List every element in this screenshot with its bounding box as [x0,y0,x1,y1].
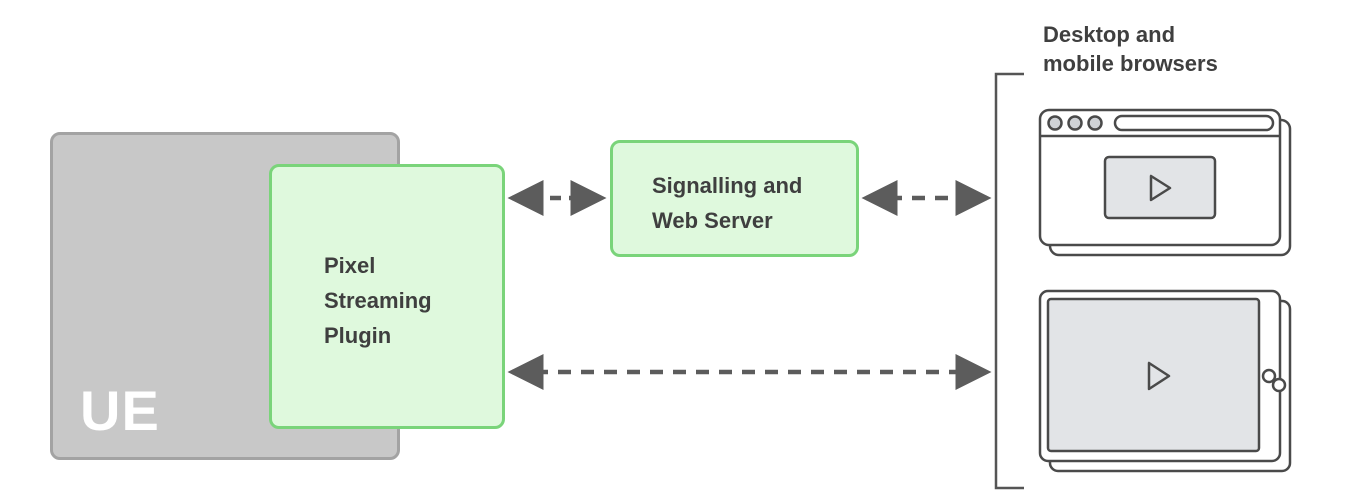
pixel-streaming-plugin-label: Pixel Streaming Plugin [324,253,432,348]
browser-window-icon [1038,108,1292,257]
play-icon [1149,174,1172,202]
play-icon [1147,361,1171,391]
ue-label: UE [80,379,160,442]
pixel-streaming-plugin-box [269,164,505,429]
tablet-icon [1038,289,1292,473]
browsers-label: Desktop and mobile browsers [1043,22,1218,76]
browsers-bracket [994,72,1024,490]
signalling-web-server-label: Signalling and Web Server [652,173,803,233]
signalling-web-server-box [610,140,859,257]
